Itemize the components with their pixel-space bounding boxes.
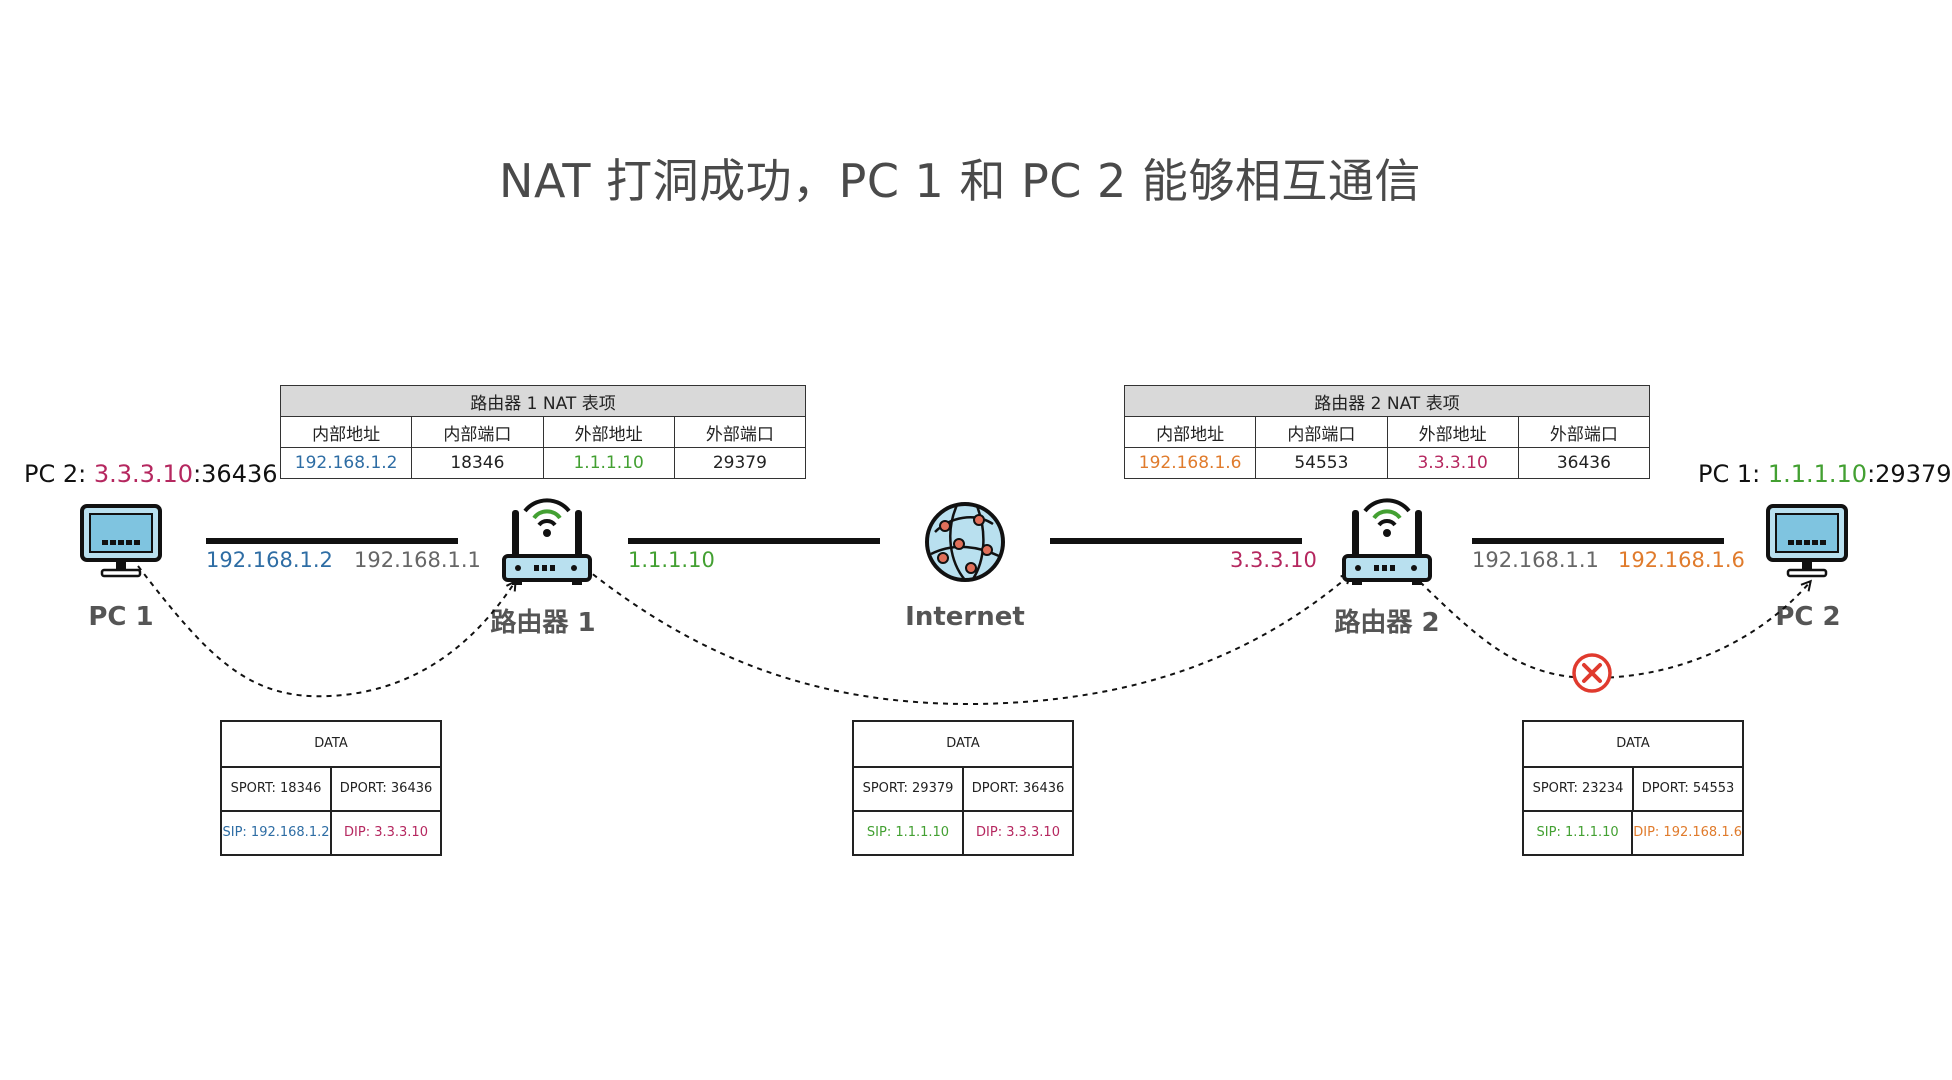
packet-sport: SPORT: 18346 — [230, 781, 322, 796]
packet-box-2: DATA SPORT: 29379 DPORT: 36436 SIP: 1.1.… — [852, 720, 1074, 856]
globe-network-icon — [925, 502, 1005, 582]
page-title: NAT 打洞成功，PC 1 和 PC 2 能够相互通信 — [499, 154, 1421, 208]
flow-pc1-to-router1 — [137, 565, 515, 698]
link-router1-internet — [628, 538, 880, 544]
packet-sport: SPORT: 23234 — [1532, 781, 1624, 796]
nat-table-router1: 路由器 1 NAT 表项 内部地址 内部端口 外部地址 外部端口 192.168… — [279, 385, 807, 479]
nat-header-cell: 外部地址 — [542, 416, 675, 448]
nat-header-cell: 内部地址 — [1123, 416, 1257, 448]
internet-label: Internet — [905, 602, 1025, 632]
nat-cell-external-port: 29379 — [673, 447, 807, 479]
pc2-peer-label: PC 1: 1.1.1.10:29379 — [1698, 460, 1952, 488]
router2-wan-ip-label: 3.3.3.10 — [1230, 548, 1317, 572]
peer-prefix: PC 2: — [24, 460, 94, 488]
packet-dip: DIP: 192.168.1.6 — [1631, 812, 1742, 854]
nat-cell-external-ip: 3.3.3.10 — [1386, 447, 1519, 479]
nat-cell-external-ip: 1.1.1.10 — [542, 447, 675, 479]
packet-dip: DIP: 3.3.3.10 — [330, 812, 440, 854]
nat-cell-external-port: 36436 — [1517, 447, 1651, 479]
pc1-peer-label: PC 2: 3.3.3.10:36436 — [24, 460, 278, 488]
nat-header-cell: 外部地址 — [1386, 416, 1519, 448]
peer-port: :29379 — [1867, 460, 1952, 488]
packet-dport: DPORT: 36436 — [330, 768, 440, 810]
packet-data-label: DATA — [314, 736, 348, 751]
peer-prefix: PC 1: — [1698, 460, 1768, 488]
nat-table-caption: 路由器 1 NAT 表项 — [280, 385, 806, 417]
packet-dport: DPORT: 54553 — [1632, 768, 1742, 810]
wifi-router-icon — [1342, 498, 1432, 585]
packet-sip: SIP: 1.1.1.10 — [1536, 825, 1619, 840]
flow-router2-to-pc2-blocked — [1419, 582, 1810, 680]
nat-header-cell: 外部端口 — [1517, 416, 1651, 448]
peer-port: :36436 — [193, 460, 278, 488]
nat-cell-internal-port: 18346 — [411, 447, 544, 479]
link-router2-pc2 — [1472, 538, 1724, 544]
nat-header-cell: 内部端口 — [411, 416, 544, 448]
packet-sport: SPORT: 29379 — [862, 781, 954, 796]
packet-dport: DPORT: 36436 — [962, 768, 1072, 810]
packet-data-label: DATA — [946, 736, 980, 751]
nat-header-cell: 外部端口 — [673, 416, 807, 448]
router1-lan-ip-label: 192.168.1.1 — [354, 548, 481, 572]
nat-header-cell: 内部端口 — [1255, 416, 1388, 448]
flow-router1-to-router2 — [584, 567, 1350, 706]
peer-ip: 3.3.3.10 — [93, 460, 194, 488]
wifi-router-icon — [502, 498, 592, 585]
nat-cell-internal-ip: 192.168.1.2 — [279, 447, 413, 479]
pc2-ip-label: 192.168.1.6 — [1618, 548, 1745, 572]
router1-label: 路由器 1 — [490, 608, 596, 638]
router1-wan-ip-label: 1.1.1.10 — [628, 548, 715, 572]
packet-dip: DIP: 3.3.3.10 — [962, 812, 1072, 854]
pc1-label: PC 1 — [88, 602, 154, 632]
nat-table-router2: 路由器 2 NAT 表项 内部地址 内部端口 外部地址 外部端口 192.168… — [1123, 385, 1651, 479]
pc1-ip-label: 192.168.1.2 — [206, 548, 333, 572]
router2-lan-ip-label: 192.168.1.1 — [1472, 548, 1599, 572]
nat-header-cell: 内部地址 — [279, 416, 413, 448]
link-pc1-router1 — [206, 538, 458, 544]
packet-data-label: DATA — [1616, 736, 1650, 751]
peer-ip: 1.1.1.10 — [1767, 460, 1868, 488]
desktop-computer-icon — [80, 504, 162, 578]
packet-box-3: DATA SPORT: 23234 DPORT: 54553 SIP: 1.1.… — [1522, 720, 1744, 856]
desktop-computer-icon — [1766, 504, 1848, 578]
nat-table-caption: 路由器 2 NAT 表项 — [1124, 385, 1650, 417]
link-internet-router2 — [1050, 538, 1302, 544]
blocked-x-icon — [1572, 653, 1612, 693]
nat-cell-internal-port: 54553 — [1255, 447, 1388, 479]
router2-label: 路由器 2 — [1334, 608, 1440, 638]
packet-box-1: DATA SPORT: 18346 DPORT: 36436 SIP: 192.… — [220, 720, 442, 856]
packet-sip: SIP: 1.1.1.10 — [866, 825, 950, 840]
packet-sip: SIP: 192.168.1.2 — [222, 825, 330, 840]
